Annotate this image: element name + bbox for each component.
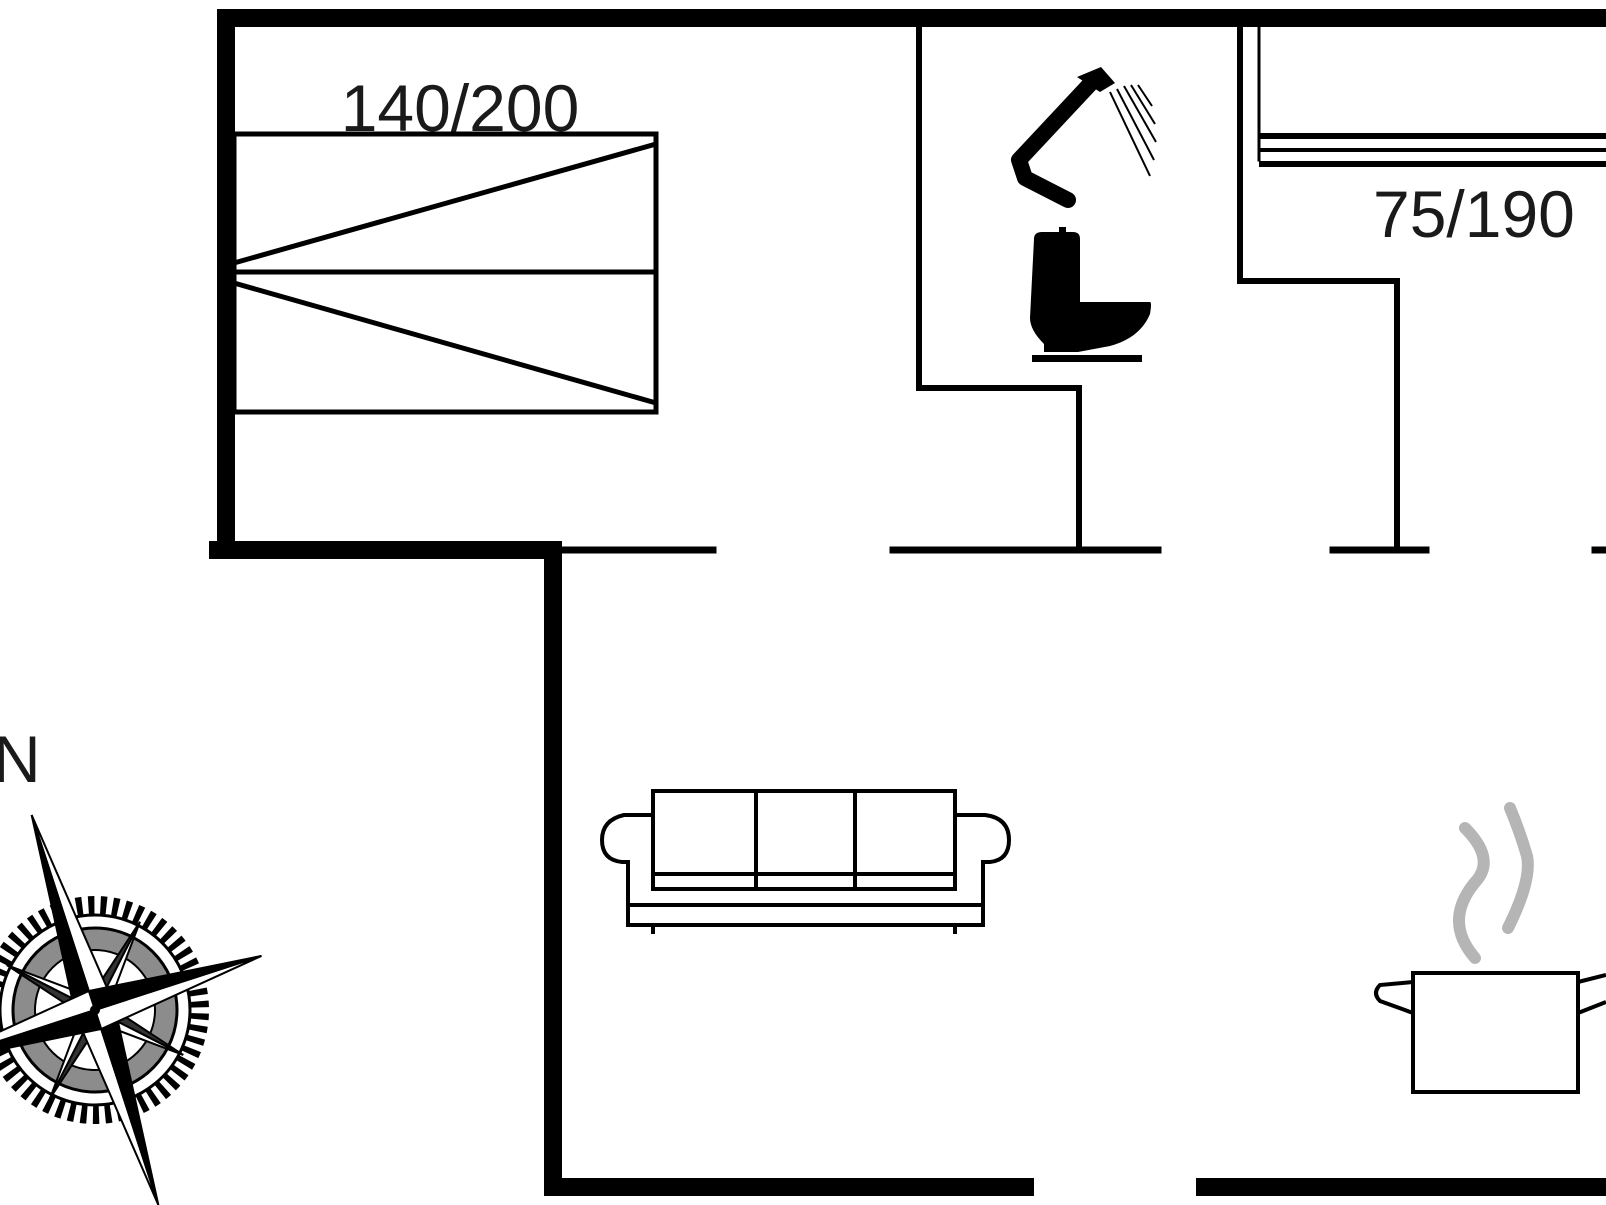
shower-icon: [1011, 67, 1157, 208]
bed-size-label-2: 75/190: [1373, 177, 1575, 251]
cooking-pot-icon: [1374, 802, 1606, 1094]
north-label: N: [0, 722, 41, 796]
toilet-icon: [1030, 227, 1151, 362]
single-bed: [1259, 133, 1606, 167]
outer-wall: [217, 9, 1606, 556]
double-bed: [231, 131, 659, 415]
sofa-icon: [599, 789, 1012, 934]
compass-rose-icon: N: [0, 722, 262, 1205]
outer-wall-bottom-left: [209, 541, 1034, 1196]
bedroom-wall: [1237, 278, 1400, 553]
bathroom-wall: [916, 385, 1082, 553]
walls: [209, 9, 1606, 1196]
bed-size-label: 140/200: [341, 71, 580, 145]
